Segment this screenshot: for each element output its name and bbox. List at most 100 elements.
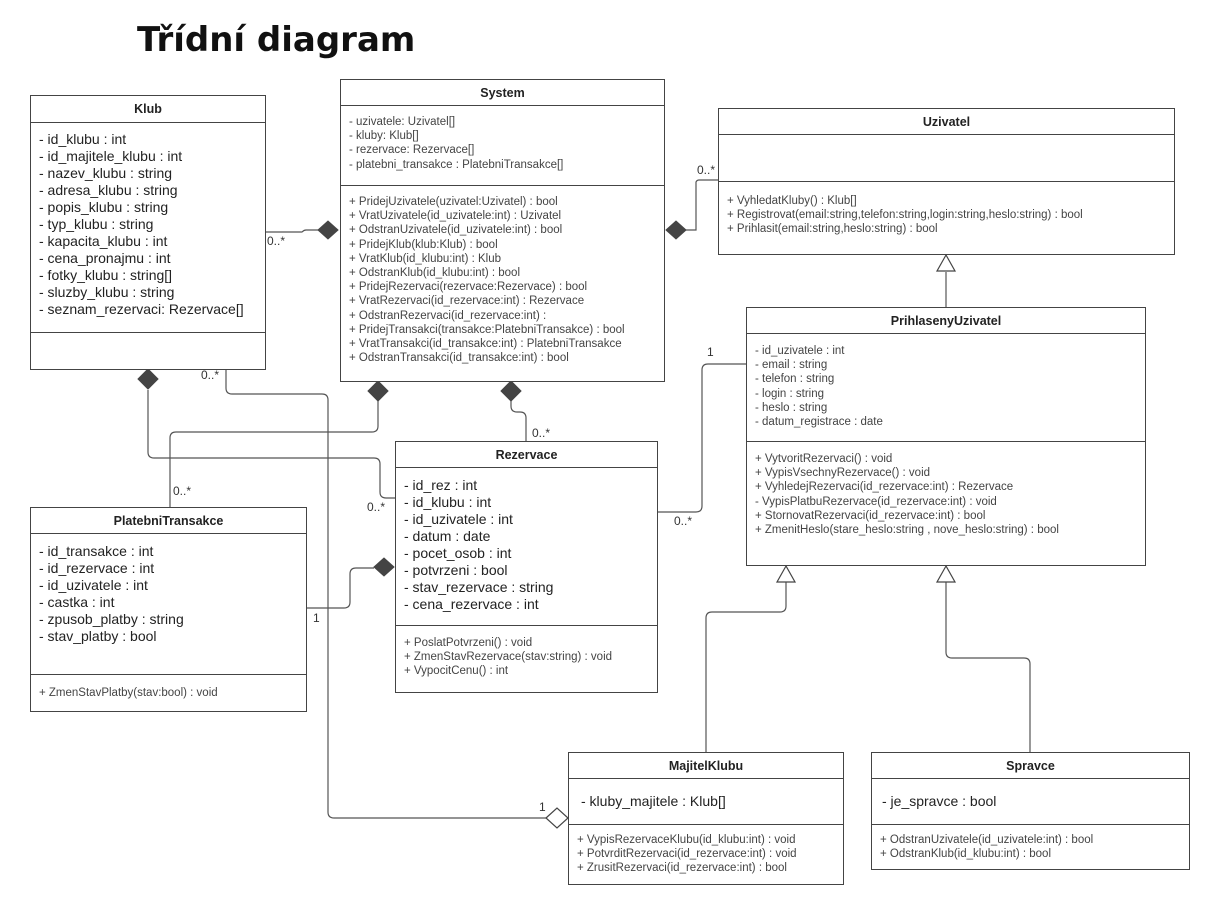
attribute: - email : string [755, 359, 828, 372]
triangle-prihlaseny-right [935, 564, 957, 583]
attribute: - popis_klubu : string [39, 199, 169, 215]
class-name: Klub [31, 96, 265, 123]
method: + OdstranRezervaci(id_rezervace:int) : [349, 309, 547, 322]
method: + VratKlub(id_klubu:int) : Klub [349, 252, 502, 265]
attribute: - cena_rezervace : int [404, 596, 539, 612]
class-uzivatel: Uzivatel + VyhledatKluby() : Klub[] + Re… [718, 108, 1175, 255]
attribute: - platebni_transakce : PlatebniTransakce… [349, 158, 564, 171]
attribute: - id_rezervace : int [39, 560, 155, 576]
method: + ZmenStavPlatby(stav:bool) : void [39, 687, 218, 699]
attribute: - id_uzivatele : int [39, 577, 148, 593]
attribute: - id_uzivatele : int [404, 511, 513, 527]
attribute: - telefon : string [755, 373, 835, 386]
methods-section: + VypisRezervaceKlubu(id_klubu:int) : vo… [569, 825, 843, 882]
diamond-majitel-klub [545, 807, 569, 829]
attribute: - uzivatele: Uzivatel[] [349, 116, 456, 128]
method: + ZmenitHeslo(stare_heslo:string , nove_… [755, 524, 1059, 537]
diamond-system-klub [317, 220, 339, 240]
attribute: - id_uzivatele : int [755, 345, 845, 357]
attributes-section: - id_transakce : int - id_rezervace : in… [31, 534, 306, 675]
class-platebni-transakce: PlatebniTransakce - id_transakce : int -… [30, 507, 307, 712]
attribute: - adresa_klubu : string [39, 182, 178, 198]
method: + OdstranTransakci(id_transakce:int) : b… [349, 352, 569, 365]
method: + VratTransakci(id_transakce:int) : Plat… [349, 338, 622, 351]
link-platebni-rezervace [306, 567, 374, 609]
link-majitel-prihlaseny [705, 582, 787, 752]
diamond-system-platebni [367, 380, 389, 402]
link-system-uzivatel [686, 179, 718, 231]
attribute: - pocet_osob : int [404, 545, 512, 561]
attribute: - datum : date [404, 528, 491, 544]
method: + PridejTransakci(transakce:PlatebniTran… [349, 323, 625, 336]
multiplicity-klub-system: 0..* [267, 234, 286, 248]
method: - VypisPlatbuRezervace(id_rezervace:int)… [755, 495, 997, 508]
multiplicity-rezervace-prihlaseny: 0..* [674, 514, 693, 528]
multiplicity-klub-majitel: 0..* [201, 368, 220, 382]
multiplicity-majitel-klub: 1 [539, 800, 546, 814]
methods-section: + OdstranUzivatele(id_uzivatele:int) : b… [872, 825, 1189, 867]
method: + PotvrditRezervaci(id_rezervace:int) : … [577, 848, 797, 861]
diamond-rezervace-platebni [373, 557, 395, 577]
method: + VratUzivatele(id_uzivatele:int) : Uziv… [349, 210, 562, 223]
link-spravce-prihlaseny [945, 582, 1031, 752]
method: + VratRezervaci(id_rezervace:int) : Reze… [349, 295, 585, 308]
attribute: - id_transakce : int [39, 543, 154, 559]
attribute: - kluby: Klub[] [349, 130, 419, 143]
methods-section: + ZmenStavPlatby(stav:bool) : void [31, 675, 306, 706]
method: + VypisRezervaceKlubu(id_klubu:int) : vo… [577, 834, 796, 846]
link-system-rezervace [510, 401, 527, 441]
attributes-section: - uzivatele: Uzivatel[] - kluby: Klub[] … [341, 106, 664, 186]
attributes-section: - kluby_majitele : Klub[] [569, 779, 843, 825]
method: + VytvoritRezervaci() : void [755, 453, 893, 465]
attribute: - heslo : string [755, 401, 828, 414]
class-name: MajitelKlubu [569, 753, 843, 779]
attributes-section: - je_spravce : bool [872, 779, 1189, 825]
attribute: - je_spravce : bool [882, 793, 997, 809]
attribute: - kapacita_klubu : int [39, 233, 168, 249]
class-prihlaseny-uzivatel: PrihlasenyUzivatel - id_uzivatele : int … [746, 307, 1146, 566]
methods-section: + VyhledatKluby() : Klub[] + Registrovat… [719, 182, 1174, 243]
method: + ZrusitRezervaci(id_rezervace:int) : bo… [577, 862, 787, 875]
attribute: - kluby_majitele : Klub[] [581, 793, 726, 809]
attribute: - sluzby_klubu : string [39, 284, 175, 300]
class-name: System [341, 80, 664, 106]
link-klub-majitel [225, 369, 546, 819]
attribute: - datum_registrace : date [755, 416, 883, 429]
methods-section: + PoslatPotvrzeni() : void + ZmenStavRez… [396, 626, 657, 685]
class-name: Uzivatel [719, 109, 1174, 135]
method: + VyhledejRezervaci(id_rezervace:int) : … [755, 481, 1014, 494]
method: + PridejRezervaci(rezervace:Rezervace) :… [349, 281, 588, 294]
attribute: - cena_pronajmu : int [39, 250, 171, 266]
attribute: - potvrzeni : bool [404, 562, 508, 578]
diamond-system-rezervace [500, 380, 522, 402]
attribute: - seznam_rezervaci: Rezervace[] [39, 301, 244, 317]
attribute: - id_klubu : int [404, 494, 492, 510]
method: + VyhledatKluby() : Klub[] [727, 195, 857, 207]
method: + OdstranUzivatele(id_uzivatele:int) : b… [880, 834, 1094, 846]
diamond-klub-rezervace [137, 368, 159, 390]
attribute: - typ_klubu : string [39, 216, 154, 232]
method: + VypisVsechnyRezervace() : void [755, 467, 931, 480]
multiplicity-platebni-rezervace: 1 [313, 611, 320, 625]
method: + VypocitCenu() : int [404, 665, 509, 678]
multiplicity-platebni-system: 0..* [173, 484, 192, 498]
attributes-section [719, 135, 1174, 182]
method: + ZmenStavRezervace(stav:string) : void [404, 651, 613, 664]
attributes-section: - id_klubu : int - id_majitele_klubu : i… [31, 123, 265, 333]
attribute: - id_klubu : int [39, 131, 127, 147]
multiplicity-uzivatel-system: 0..* [697, 163, 716, 177]
method: + OdstranKlub(id_klubu:int) : bool [880, 848, 1052, 861]
class-name: PrihlasenyUzivatel [747, 308, 1145, 334]
multiplicity-system-rezervace: 0..* [532, 426, 551, 440]
attributes-section: - id_rez : int - id_klubu : int - id_uzi… [396, 468, 657, 626]
attribute: - id_rez : int [404, 477, 478, 493]
triangle-uzivatel [935, 253, 957, 272]
method: + StornovatRezervaci(id_rezervace:int) :… [755, 509, 986, 522]
diamond-system-uzivatel [665, 220, 687, 240]
class-majitel-klubu: MajitelKlubu - kluby_majitele : Klub[] +… [568, 752, 844, 885]
class-name: PlatebniTransakce [31, 508, 306, 534]
attribute: - login : string [755, 387, 825, 400]
class-system: System - uzivatele: Uzivatel[] - kluby: … [340, 79, 665, 382]
method: + Prihlasit(email:string,heslo:string) :… [727, 223, 938, 236]
methods-section: + VytvoritRezervaci() : void + VypisVsec… [747, 442, 1145, 543]
